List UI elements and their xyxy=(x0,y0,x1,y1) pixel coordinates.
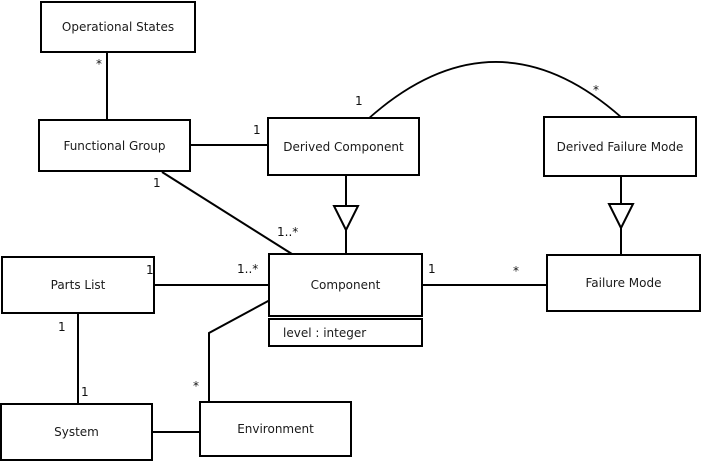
class-name-label: System xyxy=(54,425,99,439)
multiplicity-label: 1..* xyxy=(277,225,299,239)
generalization-triangle-icon xyxy=(607,203,635,231)
class-derived-failure-mode: Derived Failure Mode xyxy=(543,116,697,177)
multiplicity-label: * xyxy=(513,264,519,278)
multiplicity-label: * xyxy=(96,57,102,71)
assoc-derived-component-derived-failure-mode-arc xyxy=(367,61,622,120)
class-parts-list: Parts List xyxy=(1,256,155,314)
class-name-label: Failure Mode xyxy=(585,276,662,290)
class-name-label: Parts List xyxy=(50,278,106,292)
class-derived-component: Derived Component xyxy=(267,117,420,176)
class-name-label: Operational States xyxy=(61,20,175,34)
multiplicity-label: 1..* xyxy=(237,262,259,276)
class-name-label: Functional Group xyxy=(63,138,166,153)
multiplicity-label: 1 xyxy=(355,94,363,108)
class-name-label: Environment xyxy=(237,422,314,436)
class-name-label: Derived Component xyxy=(283,139,404,154)
class-functional-group: Functional Group xyxy=(38,119,191,172)
class-name-label: Derived Failure Mode xyxy=(556,139,684,154)
multiplicity-label: 1 xyxy=(428,262,436,276)
generalization-triangle-icon xyxy=(332,205,360,233)
multiplicity-label: * xyxy=(593,83,599,97)
multiplicity-label: 1 xyxy=(153,176,161,190)
class-environment: Environment xyxy=(199,401,352,457)
multiplicity-label: * xyxy=(193,379,199,393)
assoc-component-environment xyxy=(208,299,271,403)
class-failure-mode: Failure Mode xyxy=(546,254,701,312)
class-operational-states: Operational States xyxy=(40,1,196,53)
class-attribute-label: level : integer xyxy=(283,325,367,340)
multiplicity-label: 1 xyxy=(146,263,154,277)
class-component-attribute-compartment: level : integer xyxy=(268,318,423,347)
multiplicity-label: 1 xyxy=(58,320,66,334)
class-name-label: Component xyxy=(310,278,381,292)
assoc-functional-group-component xyxy=(161,171,293,255)
class-component-name-compartment: Component xyxy=(268,253,423,317)
multiplicity-label: 1 xyxy=(81,385,89,399)
multiplicity-label: 1 xyxy=(253,123,261,137)
class-system: System xyxy=(0,403,153,461)
